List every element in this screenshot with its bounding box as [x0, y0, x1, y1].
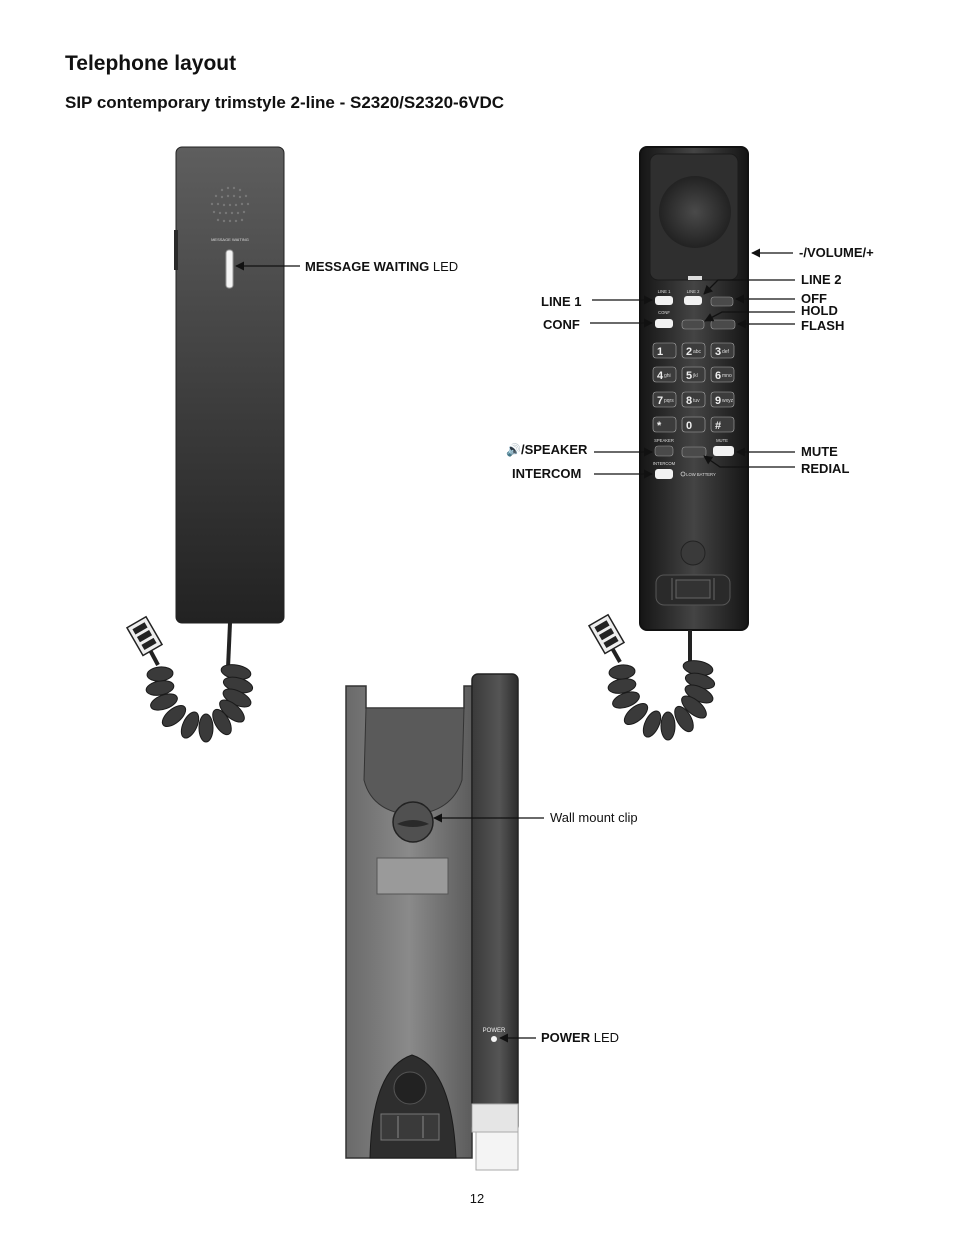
intercom-key[interactable]: [655, 469, 673, 479]
dial-key-face[interactable]: [681, 391, 706, 408]
dial-key-digit: 7: [657, 395, 663, 407]
dial-key-letters: def: [722, 349, 730, 355]
dial-key-letters: wxyz: [722, 398, 734, 404]
dial-key-face[interactable]: [681, 342, 706, 359]
line1-key[interactable]: [655, 296, 673, 305]
key-print-speaker: SPEAKER: [654, 438, 674, 443]
message-waiting-led: [225, 249, 234, 289]
dial-key-digit: 6: [715, 370, 721, 382]
conf-key[interactable]: [655, 319, 673, 328]
dial-key-face[interactable]: [652, 416, 677, 433]
dial-key-star[interactable]: *: [652, 416, 677, 433]
callout-intercom: INTERCOM: [512, 466, 582, 481]
low-battery-indicator: [680, 471, 686, 477]
dial-key-letters: abc: [693, 349, 702, 355]
dial-key-digit: 5: [686, 370, 692, 382]
coiled-cord-left: [145, 664, 254, 743]
power-led: [491, 1036, 497, 1042]
redial-key[interactable]: [681, 446, 707, 458]
coiled-cord-right: [607, 660, 716, 741]
handset-back: MESSAGE WAITING: [125, 146, 285, 743]
modular-plug-left: [125, 615, 164, 657]
dial-key-letters: tuv: [693, 398, 700, 404]
callout-conf: CONF: [543, 317, 580, 332]
callout-mute: MUTE: [801, 444, 838, 459]
dial-key-digit: 4: [657, 370, 664, 382]
dial-key-digit: 3: [715, 346, 721, 358]
leader-lines: [235, 248, 795, 1043]
key-print-line2: LINE 2: [687, 289, 700, 294]
dial-key-letters: pqrs: [664, 398, 674, 404]
dial-key-hash[interactable]: #: [710, 416, 735, 433]
microphone: [680, 540, 706, 566]
dial-key-face[interactable]: [652, 366, 677, 383]
dial-key-face[interactable]: [652, 342, 677, 359]
dial-key-0[interactable]: 0: [681, 416, 706, 433]
dial-key-face[interactable]: [652, 391, 677, 408]
callout-hold: HOLD: [801, 303, 838, 318]
callout-wall-mount-clip: Wall mount clip: [550, 810, 638, 825]
dial-key-face[interactable]: [681, 366, 706, 383]
callout-redial: REDIAL: [801, 461, 850, 476]
callout-off: OFF: [801, 291, 827, 306]
speaker-key[interactable]: [654, 445, 674, 457]
callout-power: POWER LED: [541, 1030, 620, 1045]
flash-key[interactable]: [710, 319, 736, 330]
dial-key-digit: 8: [686, 395, 692, 407]
wall-base: POWER: [345, 673, 519, 1171]
key-print-intercom: INTERCOM: [653, 461, 676, 466]
speaker-grille: [210, 186, 250, 223]
dial-key-face[interactable]: [710, 342, 735, 359]
hold-key[interactable]: [681, 319, 705, 330]
page-title: Telephone layout: [65, 52, 237, 75]
dial-key-face[interactable]: [710, 366, 735, 383]
power-print: POWER: [483, 1028, 506, 1034]
modular-plug-right: [587, 613, 626, 655]
dial-key-face[interactable]: [710, 391, 735, 408]
page-number: 12: [469, 1191, 485, 1206]
dial-key-letters: mno: [722, 373, 732, 379]
dial-key-digit: 1: [657, 346, 663, 358]
dial-key-letters: jkl: [692, 373, 698, 379]
dial-key-face[interactable]: [681, 416, 706, 433]
dial-key-face[interactable]: [710, 416, 735, 433]
label-plate: [376, 857, 449, 895]
callout-message-waiting: MESSAGE WAITING LED: [305, 259, 459, 274]
message-waiting-print: MESSAGE WAITING: [211, 237, 249, 242]
page-subtitle: SIP contemporary trimstyle 2-line - S232…: [65, 93, 505, 112]
mute-key[interactable]: [713, 446, 734, 456]
dial-key-digit: #: [715, 420, 721, 432]
key-print-line1: LINE 1: [658, 289, 671, 294]
dial-key-digit: 0: [686, 420, 692, 432]
dial-key-letters: ghi: [664, 373, 671, 379]
earpiece: [659, 176, 731, 248]
key-print-conf: CONF: [658, 310, 670, 315]
line2-key[interactable]: [684, 296, 702, 305]
callout-line2: LINE 2: [801, 272, 842, 287]
handset-front: LINE 1 LINE 2 OFF CONF HOLD FLASH 12abc3…: [587, 146, 749, 741]
key-print-mute: MUTE: [716, 438, 728, 443]
callout-flash: FLASH: [801, 318, 845, 333]
dial-key-digit: 9: [715, 395, 721, 407]
callout-volume: -/VOLUME/+: [799, 245, 874, 260]
dial-key-digit: 2: [686, 346, 692, 358]
speaker-icon: 🔊: [506, 443, 521, 457]
callout-line1: LINE 1: [541, 294, 582, 309]
key-print-low-battery: LOW BATTERY: [686, 472, 716, 477]
off-key[interactable]: [710, 296, 734, 307]
dial-key-digit: *: [657, 420, 662, 432]
dial-key-1[interactable]: 1: [652, 342, 677, 359]
callout-speaker: 🔊/SPEAKER: [506, 442, 588, 457]
